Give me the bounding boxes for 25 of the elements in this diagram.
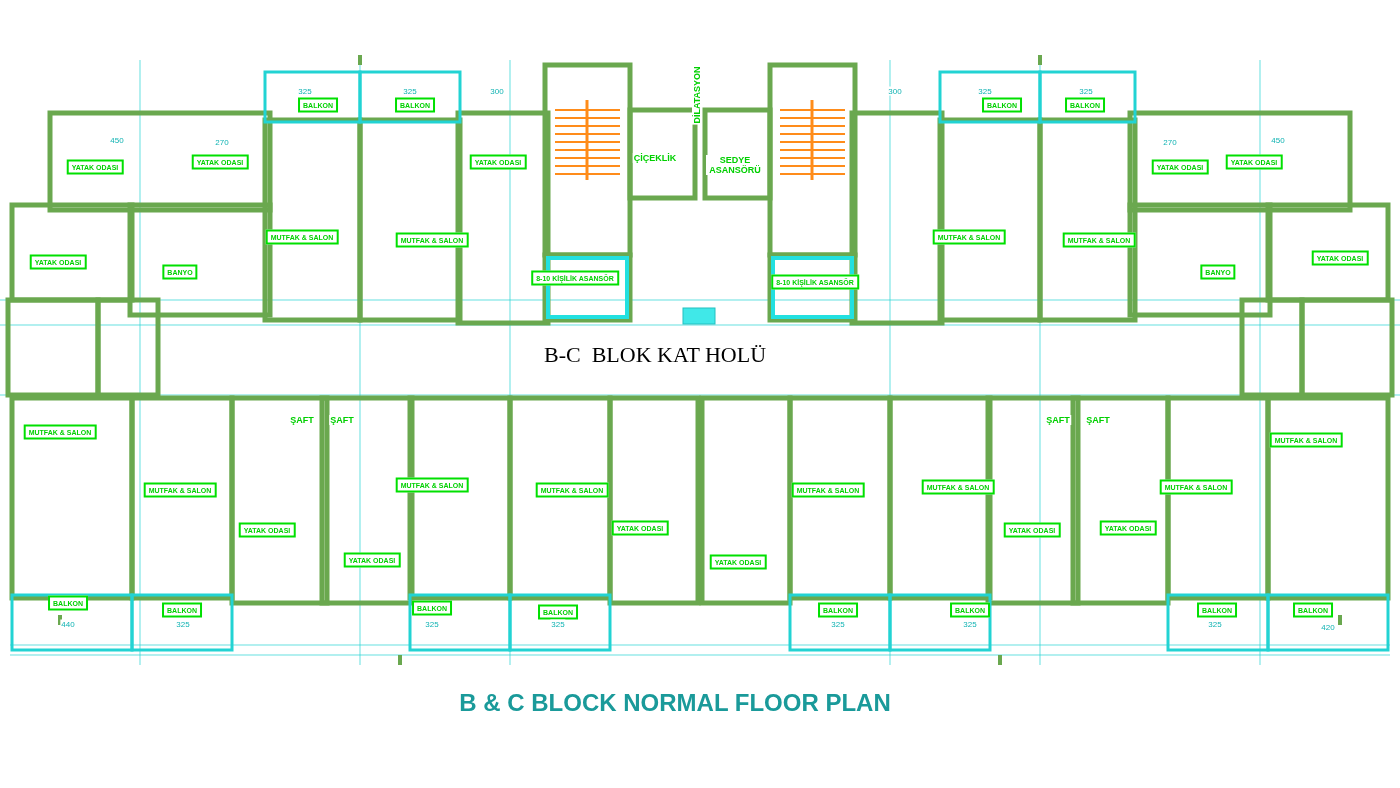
dimension-text: 325 <box>424 619 440 629</box>
dimension-text: 450 <box>1270 135 1286 145</box>
dimension-text: 325 <box>962 619 978 629</box>
dimension-text: 325 <box>297 86 313 96</box>
room-name: ÇİÇEKLİK <box>632 153 678 163</box>
dimension-text: 325 <box>402 86 418 96</box>
dimension-text: 325 <box>977 86 993 96</box>
dimension-text: 325 <box>175 619 191 629</box>
dimension-text: 325 <box>550 619 566 629</box>
dimension-text: 325 <box>1207 619 1223 629</box>
expansion-joint-label: DİLATASYON <box>692 65 702 125</box>
dimension-text: 270 <box>214 137 230 147</box>
shaft-label: ŞAFT <box>329 415 355 425</box>
dimension-text: 440 <box>60 619 76 629</box>
dimension-text: 325 <box>1078 86 1094 96</box>
dimension-text: 300 <box>887 86 903 96</box>
shaft-label: ŞAFT <box>1045 415 1071 425</box>
dimension-text: 270 <box>1162 137 1178 147</box>
dimension-text: 420 <box>1320 622 1336 632</box>
dimension-text: 325 <box>830 619 846 629</box>
dimension-text: 450 <box>109 135 125 145</box>
room-name: SEDYE ASANSÖRÜ <box>706 155 764 175</box>
shaft-label: ŞAFT <box>289 415 315 425</box>
dimension-text: 300 <box>489 86 505 96</box>
shaft-label: ŞAFT <box>1085 415 1111 425</box>
